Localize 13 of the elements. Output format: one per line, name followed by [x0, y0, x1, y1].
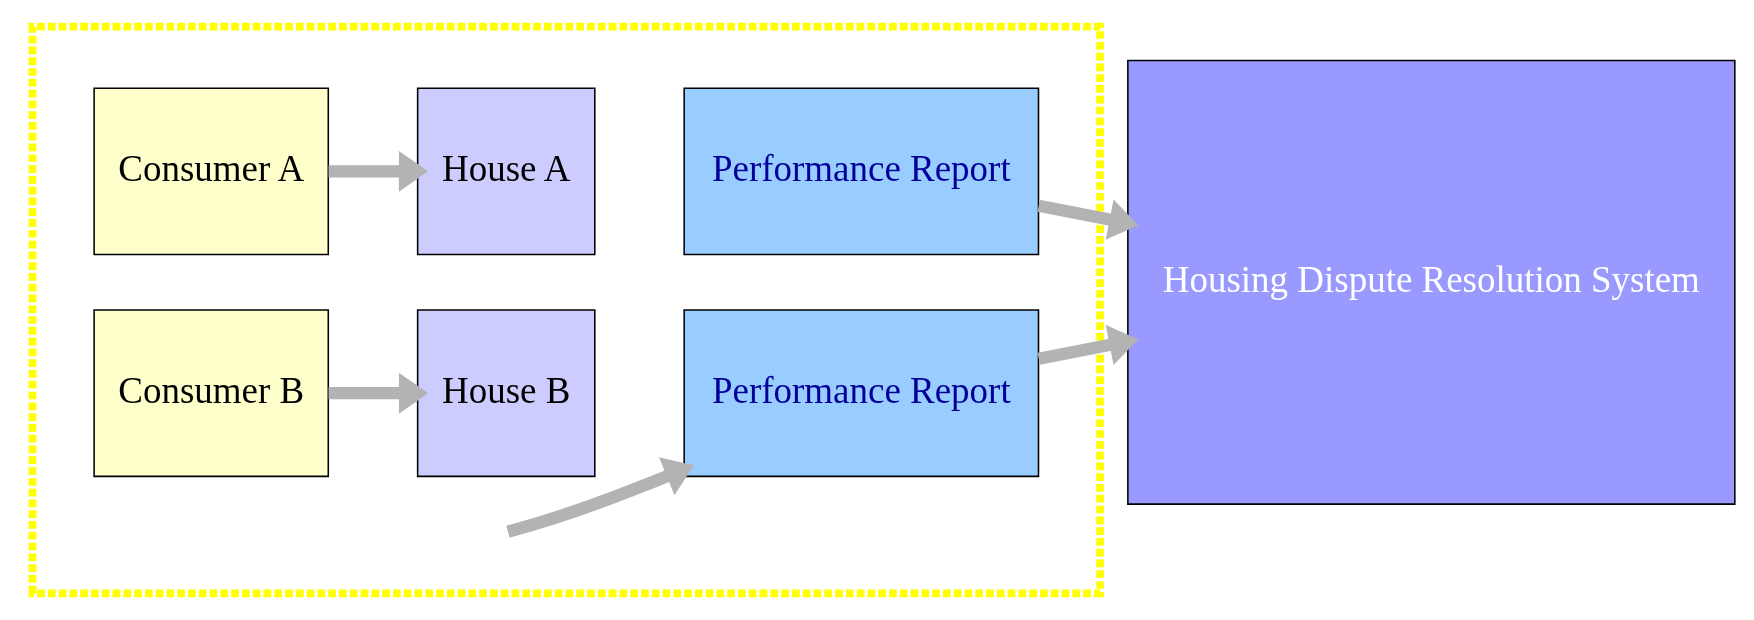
node-box: Performance Report	[682, 87, 1039, 256]
arrow	[505, 457, 694, 538]
node-box: Consumer A	[92, 87, 329, 256]
node-box: Housing Dispute Resolution System	[1126, 59, 1736, 505]
arrow	[328, 150, 428, 192]
arrow	[1037, 199, 1138, 240]
node-box: House A	[416, 87, 596, 256]
cluster	[28, 22, 1104, 598]
arrow	[1037, 324, 1138, 365]
arrow	[328, 372, 428, 414]
node-box: Performance Report	[682, 309, 1039, 478]
node-box: Consumer B	[92, 309, 329, 478]
node-box: House B	[416, 309, 596, 478]
